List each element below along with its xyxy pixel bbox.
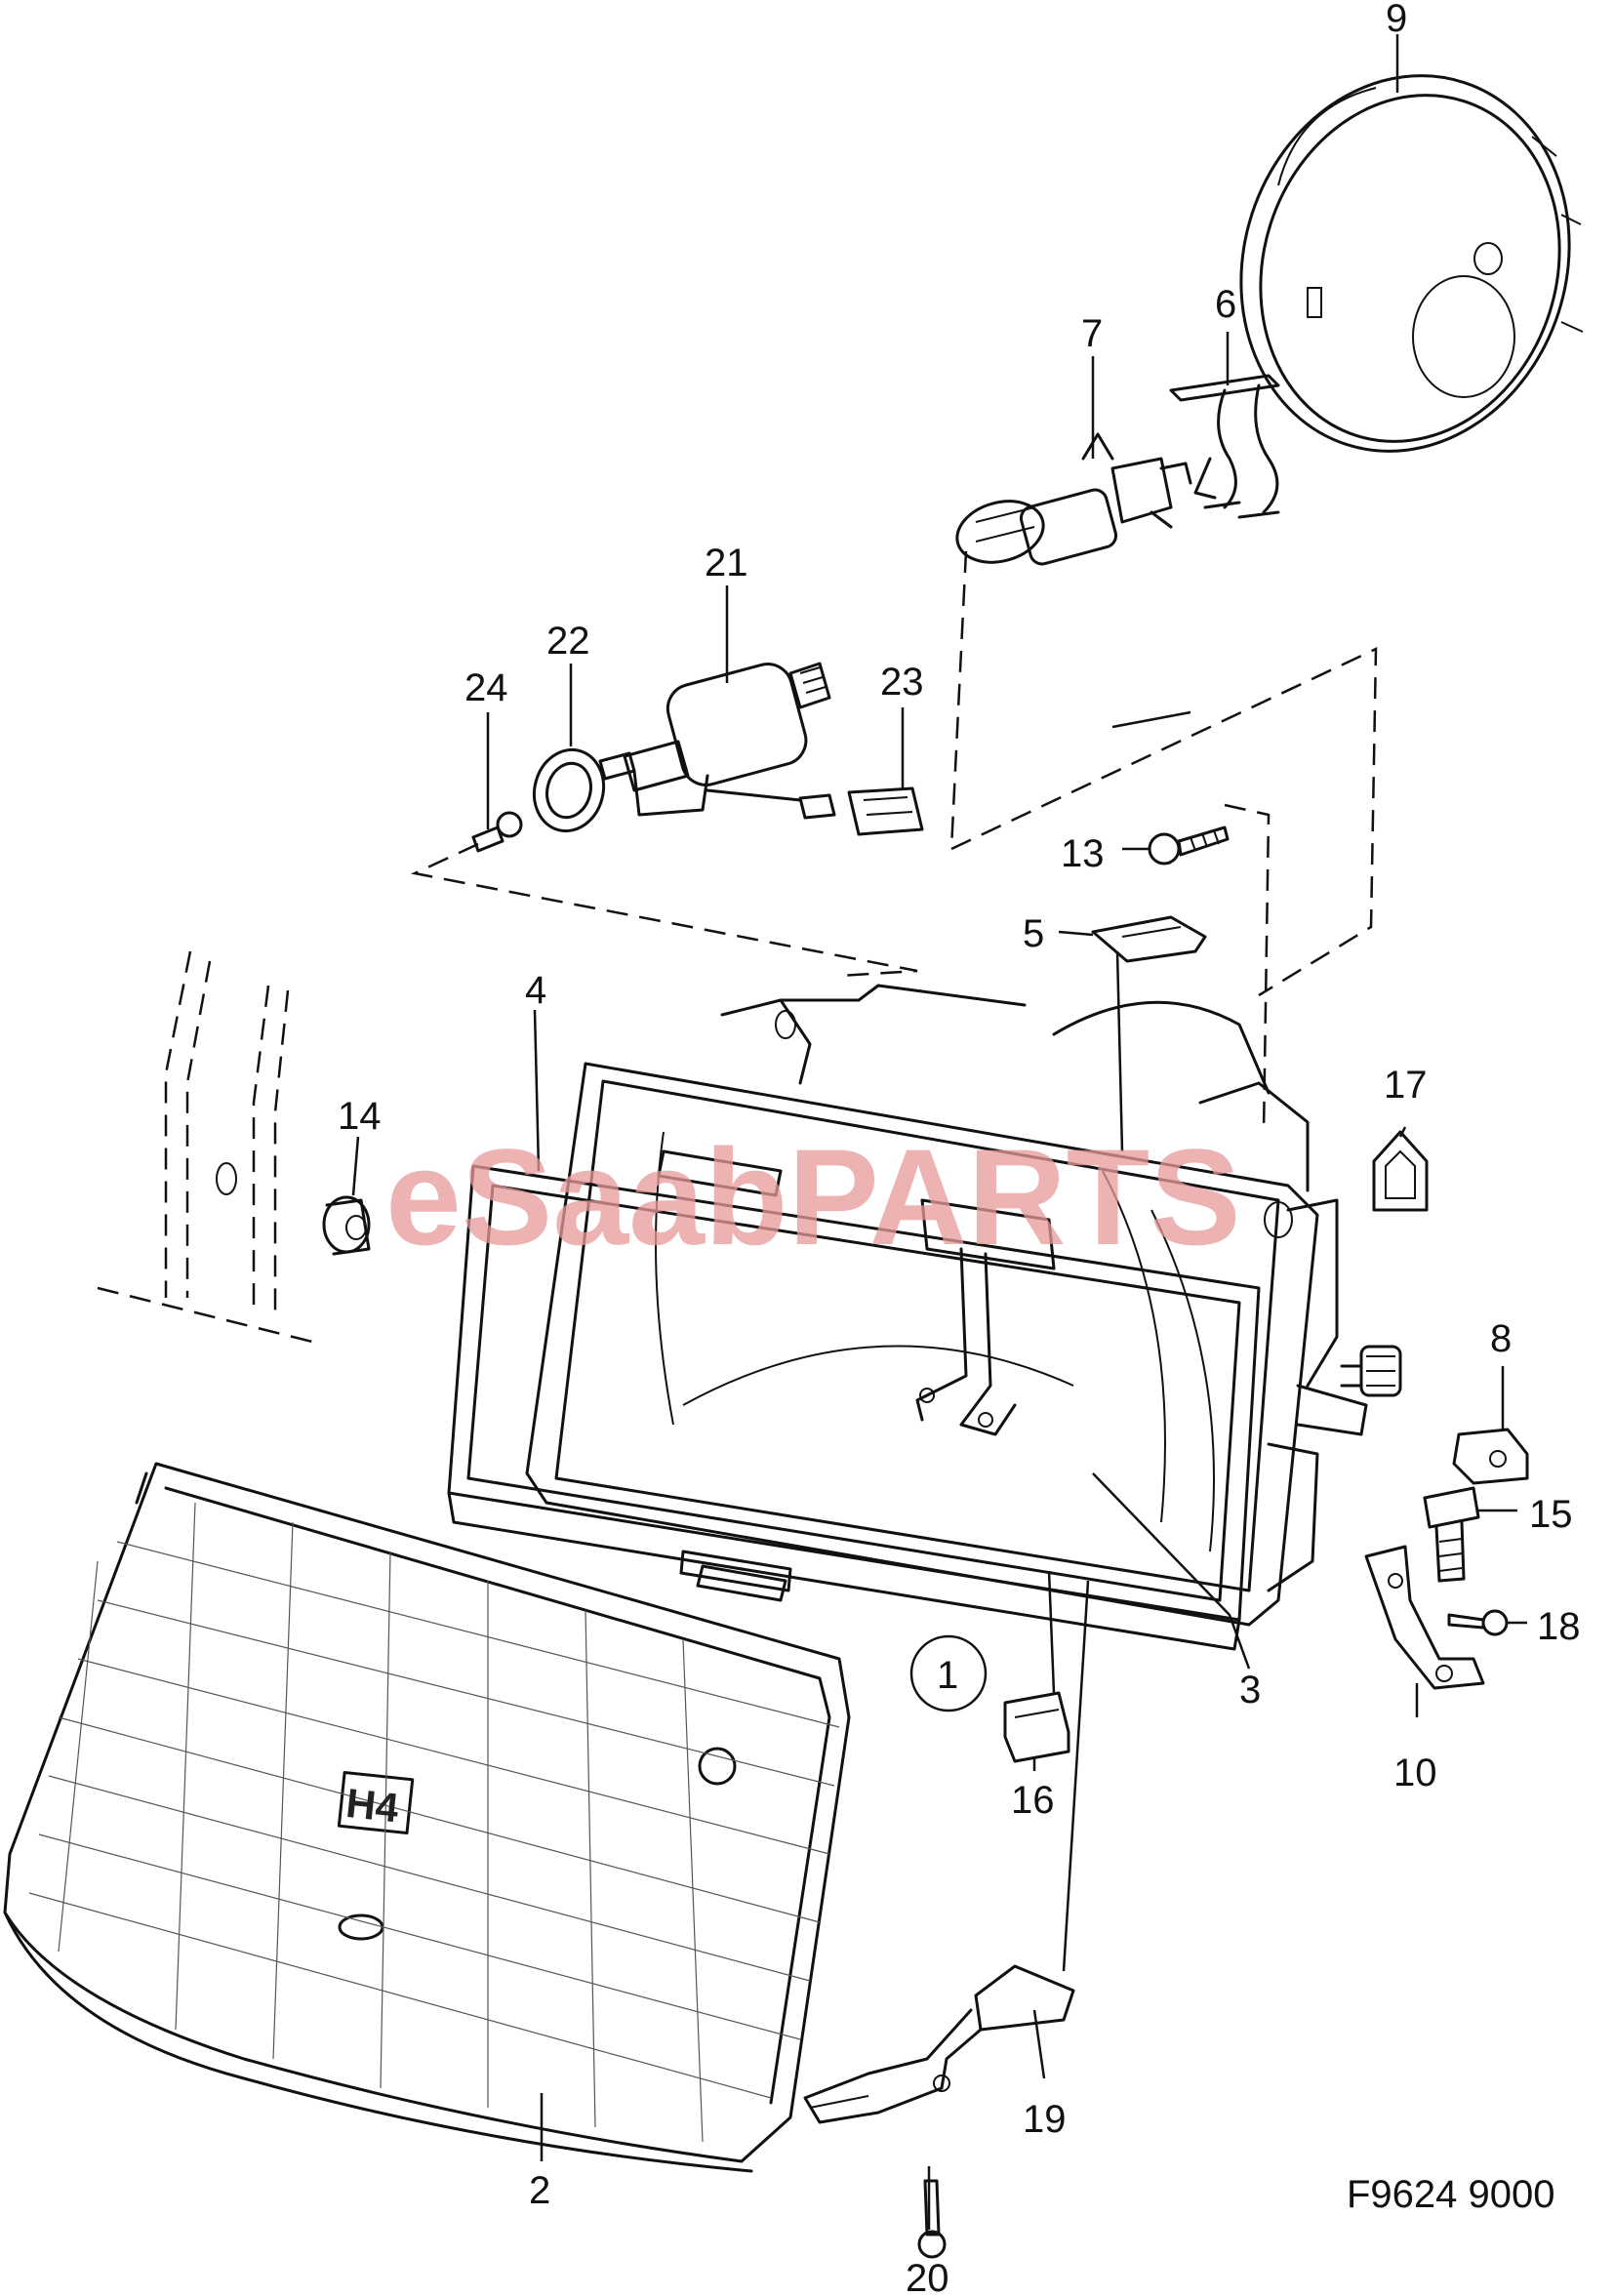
leader-lines <box>351 34 1527 2230</box>
part-bracket-10 <box>1364 1545 1485 1690</box>
callout-4: 4 <box>525 969 546 1012</box>
callout-24: 24 <box>464 666 508 709</box>
callout-17: 17 <box>1384 1064 1428 1107</box>
part-bolt-15 <box>1423 1486 1480 1583</box>
part-lower-bracket <box>803 1964 1075 2124</box>
part-grommet <box>322 1195 371 1256</box>
callout-20: 20 <box>906 2257 949 2296</box>
callout-23: 23 <box>880 661 924 704</box>
callout-18: 18 <box>1537 1605 1581 1648</box>
part-leveling-motor <box>598 662 831 817</box>
lens-marking-h4: H4 <box>343 1780 401 1831</box>
body-panel-outline <box>97 950 313 1344</box>
part-connector <box>798 786 924 836</box>
callout-8: 8 <box>1490 1317 1512 1360</box>
part-clip-5 <box>1091 915 1207 963</box>
part-adjuster-knob <box>1340 1345 1402 1397</box>
watermark-logo: eSaabPARTS <box>385 1120 1241 1273</box>
callout-10: 10 <box>1393 1752 1437 1794</box>
part-screw-13 <box>1148 826 1230 866</box>
lens-hatching <box>28 1502 840 2143</box>
callout-9: 9 <box>1386 0 1407 40</box>
assembly-lines <box>410 550 1378 1133</box>
callout-3: 3 <box>1239 1669 1261 1712</box>
part-screw-20 <box>917 2179 947 2259</box>
callout-15: 15 <box>1529 1493 1573 1536</box>
note-marker-label: 1 <box>937 1654 958 1697</box>
part-headlamp-housing <box>525 984 1368 1627</box>
part-headlamp-lens <box>3 1462 851 2173</box>
callout-7: 7 <box>1081 312 1103 355</box>
callout-labels: 9 6 7 21 22 24 23 13 5 4 14 17 8 15 18 3… <box>338 0 1581 2296</box>
part-gasket-strip <box>696 1564 787 1602</box>
part-clip-nut <box>1452 1428 1529 1485</box>
part-spring-clip <box>1169 374 1280 519</box>
callout-14: 14 <box>338 1095 382 1138</box>
part-seal-ring <box>532 747 606 833</box>
callout-22: 22 <box>546 620 590 663</box>
part-rubber-tab <box>1372 1130 1429 1212</box>
figure-code: F9624 9000 <box>1347 2173 1555 2216</box>
callout-6: 6 <box>1215 283 1236 326</box>
callout-19: 19 <box>1023 2098 1067 2141</box>
part-small-screw <box>471 811 523 853</box>
part-h4-bulb <box>955 432 1192 566</box>
part-housing-reflector <box>655 1131 1215 1552</box>
note-marker: 1 <box>909 1634 988 1712</box>
part-reflector-bowl <box>1239 74 1584 453</box>
callout-16: 16 <box>1011 1779 1055 1822</box>
callout-21: 21 <box>705 542 748 584</box>
part-clip-16 <box>1003 1691 1070 1763</box>
callout-2: 2 <box>529 2169 550 2212</box>
callout-5: 5 <box>1023 912 1044 955</box>
callout-13: 13 <box>1061 832 1105 875</box>
part-small-screw-18 <box>1447 1609 1509 1636</box>
